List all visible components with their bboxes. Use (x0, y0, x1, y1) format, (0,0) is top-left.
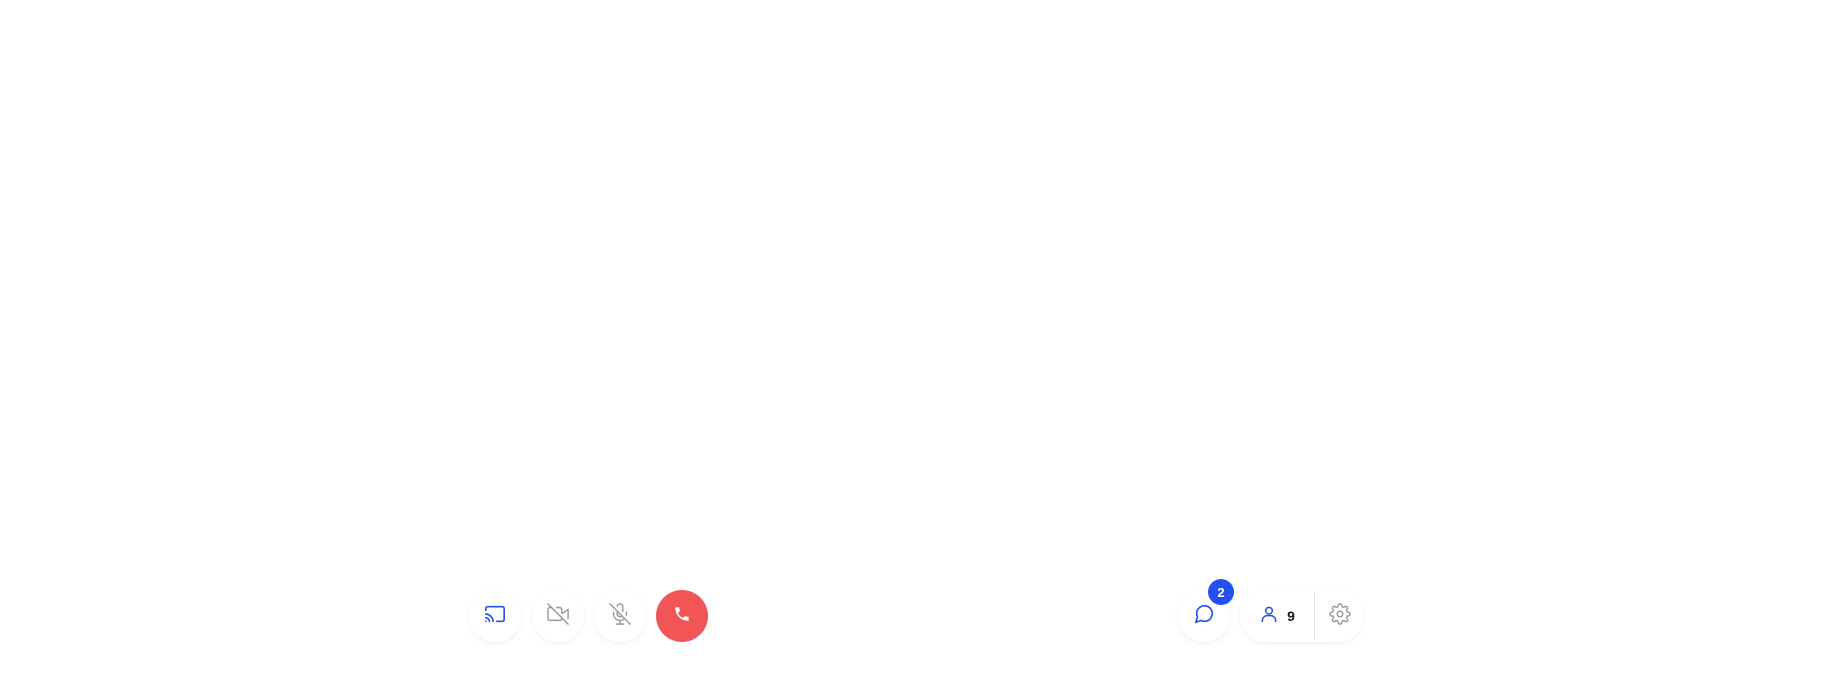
call-control-bar: 2 9 (0, 579, 1825, 642)
user-icon (1259, 604, 1279, 629)
divider (1314, 592, 1315, 640)
participants-settings-group: 9 (1240, 590, 1364, 642)
camera-toggle-button[interactable] (532, 590, 584, 642)
message-icon (1193, 603, 1215, 630)
cast-icon (484, 603, 506, 630)
participants-button[interactable]: 9 (1240, 590, 1314, 642)
microphone-toggle-button[interactable] (594, 590, 646, 642)
phone-icon (673, 605, 691, 628)
settings-button[interactable] (1316, 590, 1364, 642)
chat-unread-badge: 2 (1208, 579, 1234, 605)
video-off-icon (547, 602, 569, 630)
participants-count: 9 (1287, 608, 1295, 624)
gear-icon (1329, 602, 1351, 630)
hang-up-button[interactable] (656, 590, 708, 642)
share-screen-button[interactable] (469, 590, 521, 642)
mic-off-icon (609, 602, 631, 630)
